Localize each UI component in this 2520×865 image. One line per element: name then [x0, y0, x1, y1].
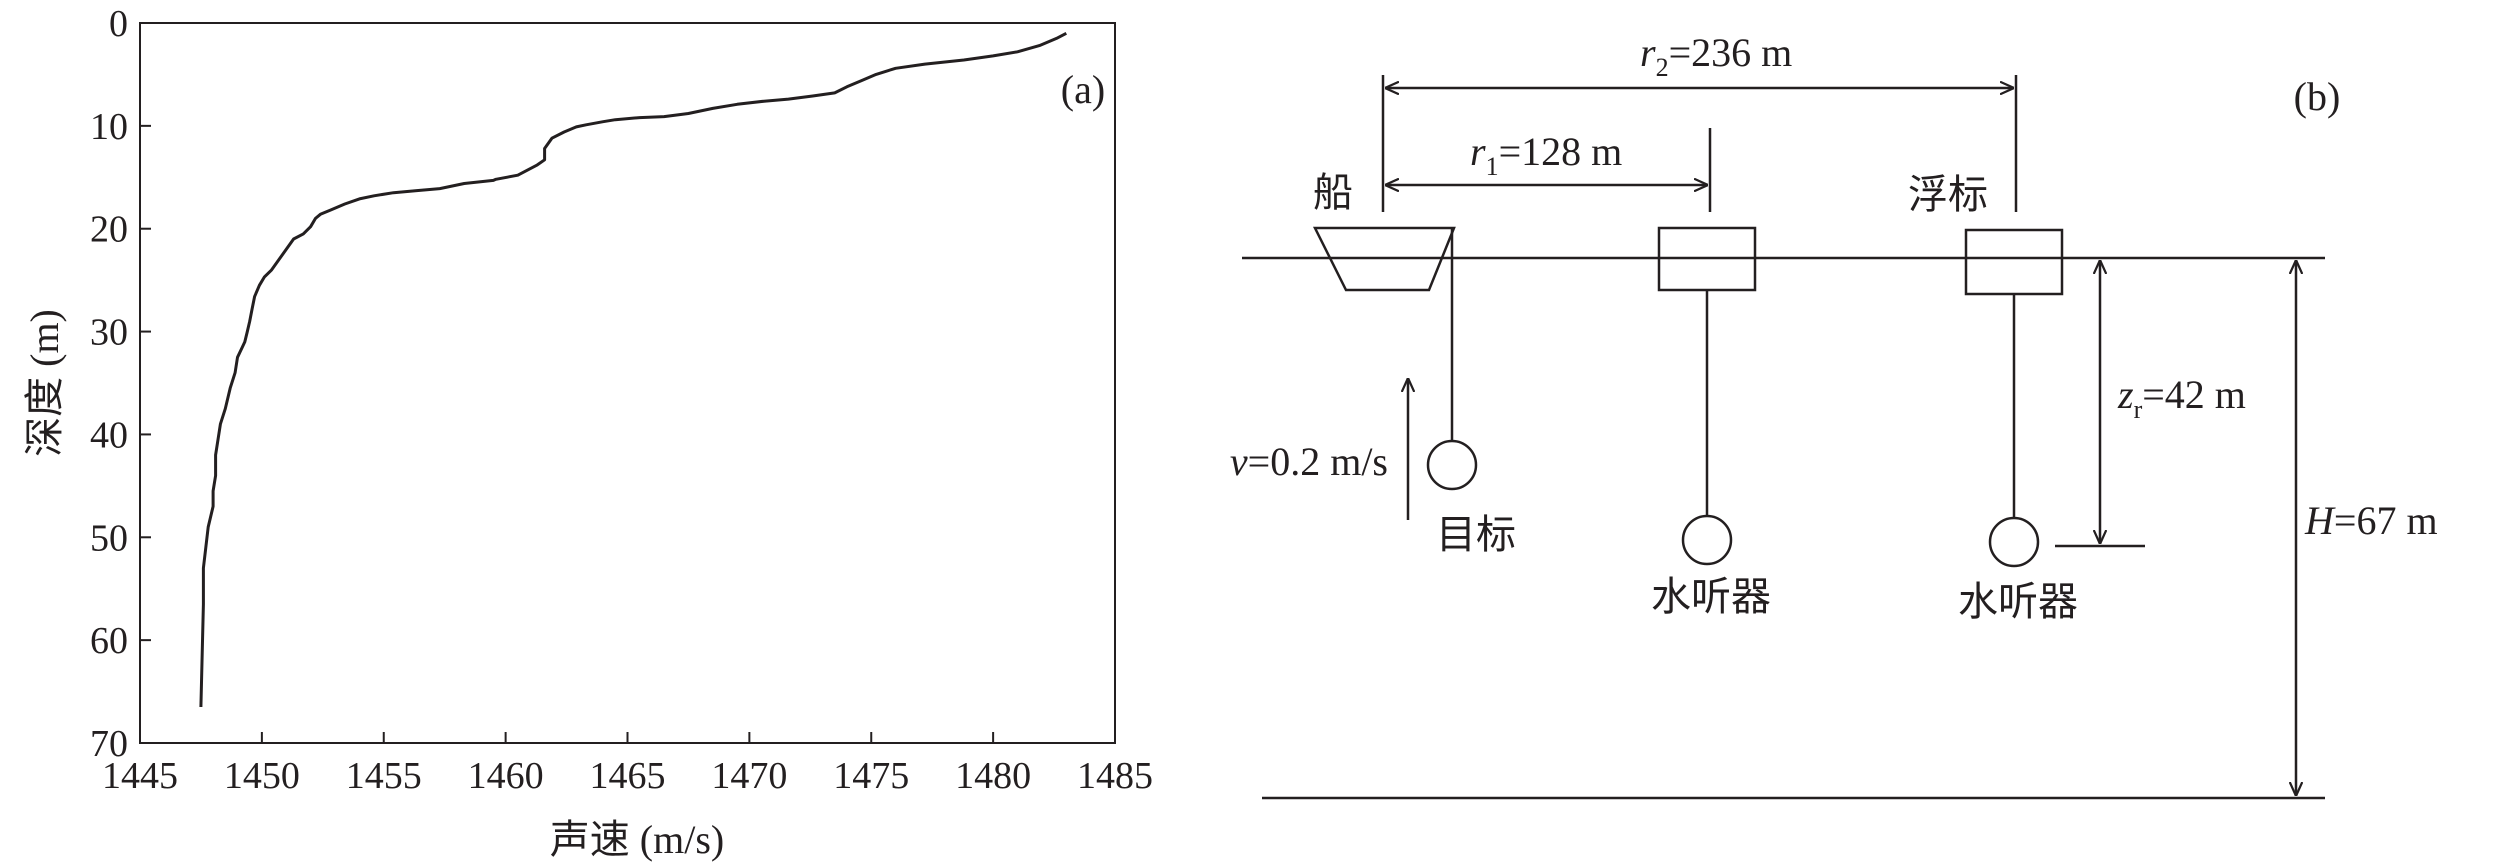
- x-tick-label-2: 1455: [346, 755, 422, 797]
- y-tick-label-2: 20: [90, 209, 128, 251]
- x-axis-label: 声速 (m/s): [550, 817, 724, 862]
- ship-label: 船: [1313, 170, 1353, 215]
- zr-label: zr=42 m: [2117, 372, 2246, 424]
- y-tick-label-1: 10: [90, 106, 128, 148]
- target-label: 目标: [1436, 512, 1516, 557]
- sound-speed-chart: 1445 1450 1455 1460 1465 1470 1475 1480 1485 0 10 2…: [22, 3, 1153, 862]
- panel-b-label: (b): [2294, 74, 2341, 119]
- r2-label: r2=236 m: [1640, 30, 1792, 82]
- hydrophone-2-icon: [1988, 516, 2040, 568]
- sound-speed-profile-line: [199, 31, 1067, 708]
- plot-frame: [139, 22, 1116, 744]
- axis-ticks: 1445 1450 1455 1460 1465 1470 1475 1480 1485 0 10 2…: [90, 3, 1153, 797]
- buoy-label: 浮标: [1908, 172, 1988, 217]
- y-tick-label-5: 50: [90, 517, 128, 559]
- ship-icon: [1312, 226, 1456, 292]
- experiment-diagram: (b) r2=236 m r1=128 m 船 目标 v=0.2 m/s 水听器…: [1230, 30, 2438, 800]
- x-tick-label-1: 1450: [224, 755, 300, 797]
- x-tick-label-3: 1460: [468, 755, 544, 797]
- y-tick-label-6: 60: [90, 620, 128, 662]
- target-icon: [1426, 439, 1478, 491]
- hydrophone-1-label: 水听器: [1651, 574, 1771, 619]
- y-tick-label-7: 70: [90, 723, 128, 765]
- water-depth-label: H=67 m: [2304, 498, 2438, 543]
- x-tick-label-0: 1445: [102, 755, 178, 797]
- buoy-2-icon: [1964, 228, 2064, 296]
- panel-a-label: (a): [1061, 67, 1105, 112]
- x-tick-label-8: 1485: [1077, 755, 1153, 797]
- hydrophone-1-icon: [1681, 514, 1733, 566]
- x-tick-label-7: 1480: [955, 755, 1031, 797]
- y-tick-label-3: 30: [90, 312, 128, 354]
- y-tick-label-4: 40: [90, 414, 128, 456]
- r1-label: r1=128 m: [1470, 129, 1622, 181]
- hydrophone-2-label: 水听器: [1958, 579, 2078, 624]
- velocity-label: v=0.2 m/s: [1230, 439, 1388, 484]
- y-axis-label: 深度 (m): [22, 309, 67, 457]
- x-tick-label-5: 1470: [711, 755, 787, 797]
- y-tick-label-0: 0: [109, 3, 128, 45]
- x-tick-label-4: 1465: [590, 755, 666, 797]
- x-tick-label-6: 1475: [833, 755, 909, 797]
